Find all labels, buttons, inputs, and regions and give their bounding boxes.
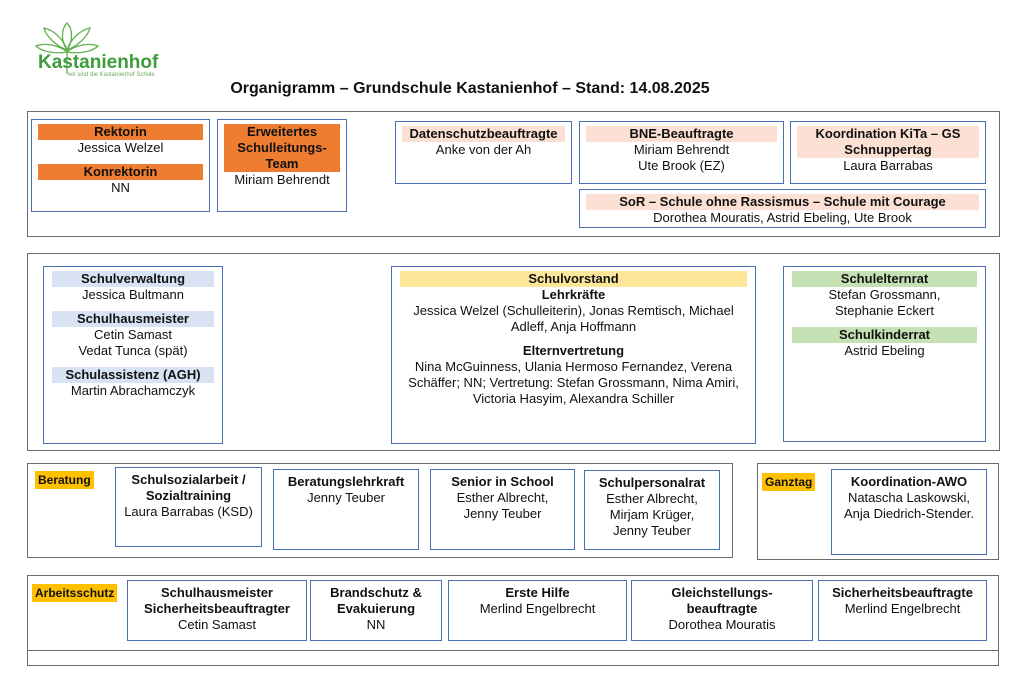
value-brandschutz: NN — [366, 617, 386, 632]
tag-beratung-wrap: Beratung — [35, 471, 94, 489]
administration-section — [27, 253, 1000, 451]
label-hausmeister-sicherheit: Schulhausmeister Sicherheitsbeauftragter — [144, 585, 290, 616]
box-beratungslehrkraft: Beratungslehrkraft Jenny Teuber — [273, 469, 419, 550]
label-konrektorin: Konrektorin — [38, 164, 203, 180]
box-erweitertes-team: Erweitertes Schulleitungs-Team Miriam Be… — [217, 119, 347, 212]
value-schulassistenz: Martin Abrachamczyk — [70, 383, 196, 398]
value-elternvertretung: Nina McGuinness, Ulania Hermoso Fernande… — [408, 359, 739, 406]
box-rektorin: Rektorin Jessica Welzel Konrektorin NN — [31, 119, 210, 212]
box-awo: Koordination-AWO Natascha Laskowski, Anj… — [831, 469, 987, 555]
box-personalrat: Schulpersonalrat Esther Albrecht, Mirjam… — [584, 470, 720, 550]
box-datenschutz: Datenschutzbeauftragte Anke von der Ah — [395, 121, 572, 184]
ganztag-section — [757, 463, 999, 560]
chestnut-leaf-icon — [34, 22, 100, 74]
value-schulverwaltung: Jessica Bultmann — [82, 287, 184, 302]
box-erstehilfe: Erste Hilfe Merlind Engelbrecht — [448, 580, 627, 641]
label-erstehilfe: Erste Hilfe — [505, 585, 570, 600]
tag-ganztag-wrap: Ganztag — [762, 473, 816, 491]
label-personalrat: Schulpersonalrat — [598, 475, 706, 490]
label-lehrkraefte: Lehrkräfte — [541, 287, 606, 302]
box-gleichstellung: Gleichstellungs-beauftragte Dorothea Mou… — [631, 580, 813, 641]
label-brandschutz: Brandschutz & Evakuierung — [330, 585, 422, 616]
label-sozialarbeit: Schulsozialarbeit / Sozialtraining — [131, 472, 246, 503]
page-title: Organigramm – Grundschule Kastanienhof –… — [230, 80, 710, 97]
value-rektorin: Jessica Welzel — [77, 140, 164, 155]
label-schulassistenz: Schulassistenz (AGH) — [52, 367, 214, 383]
value-senior-2: Jenny Teuber — [463, 506, 542, 521]
box-schulvorstand: Schulvorstand Lehrkräfte Jessica Welzel … — [391, 266, 756, 444]
label-datenschutz: Datenschutzbeauftragte — [402, 126, 565, 142]
value-schulelternrat-1: Stefan Grossmann, — [828, 287, 941, 302]
value-sor: Dorothea Mouratis, Astrid Ebeling, Ute B… — [653, 210, 912, 225]
value-awo: Natascha Laskowski, Anja Diedrich-Stende… — [843, 490, 975, 521]
box-schulelternrat: Schulelternrat Stefan Grossmann, Stephan… — [783, 266, 986, 442]
value-schulhausmeister-2: Vedat Tunca (spät) — [78, 343, 188, 358]
label-schulelternrat: Schulelternrat — [792, 271, 977, 287]
arbeitsschutz-divider — [27, 650, 999, 651]
box-sozialarbeit: Schulsozialarbeit / Sozialtraining Laura… — [115, 467, 262, 547]
label-sicherheitsbeauftragte: Sicherheitsbeauftragte — [832, 585, 973, 600]
label-sor: SoR – Schule ohne Rassismus – Schule mit… — [586, 194, 979, 210]
logo-tagline: wir sind die Kastanienhof Schule — [68, 72, 155, 78]
label-schulkinderrat: Schulkinderrat — [792, 327, 977, 343]
value-hausmeister-sicherheit: Cetin Samast — [177, 617, 257, 632]
box-senior: Senior in School Esther Albrecht, Jenny … — [430, 469, 575, 550]
label-beratungslehrkraft: Beratungslehrkraft — [287, 474, 405, 489]
arbeitsschutz-section — [27, 575, 999, 666]
label-bne: BNE-Beauftragte — [586, 126, 777, 142]
label-senior: Senior in School — [451, 474, 554, 489]
value-datenschutz: Anke von der Ah — [435, 142, 532, 157]
beratung-section — [27, 463, 733, 558]
box-sor: SoR – Schule ohne Rassismus – Schule mit… — [579, 189, 986, 228]
value-beratungslehrkraft: Jenny Teuber — [307, 490, 385, 505]
value-lehrkraefte: Jessica Welzel (Schulleiterin), Jonas Re… — [413, 303, 734, 334]
label-awo: Koordination-AWO — [850, 474, 968, 489]
label-schulvorstand: Schulvorstand — [400, 271, 747, 287]
value-sozialarbeit: Laura Barrabas (KSD) — [124, 504, 253, 519]
tag-beratung: Beratung — [35, 471, 94, 489]
value-erweitertes-team: Miriam Behrendt — [234, 172, 330, 187]
label-schulverwaltung: Schulverwaltung — [52, 271, 214, 287]
label-elternvertretung: Elternvertretung — [522, 343, 625, 358]
box-bne: BNE-Beauftragte Miriam Behrendt Ute Broo… — [579, 121, 784, 184]
tag-ganztag: Ganztag — [762, 473, 816, 491]
logo: Kastanienhof wir sind die Kastanienhof S… — [30, 22, 160, 82]
box-schulverwaltung: Schulverwaltung Jessica Bultmann Schulha… — [43, 266, 223, 444]
value-personalrat-3: Jenny Teuber — [613, 523, 691, 538]
value-personalrat-1: Esther Albrecht, — [606, 491, 698, 506]
label-kita: Koordination KiTa – GS Schnuppertag — [797, 126, 979, 158]
label-schulhausmeister: Schulhausmeister — [52, 311, 214, 327]
box-hausmeister-sicherheit: Schulhausmeister Sicherheitsbeauftragter… — [127, 580, 307, 641]
box-kita: Koordination KiTa – GS Schnuppertag Laur… — [790, 121, 986, 184]
value-erstehilfe: Merlind Engelbrecht — [479, 601, 596, 616]
box-sicherheitsbeauftragte: Sicherheitsbeauftragte Merlind Engelbrec… — [818, 580, 987, 641]
label-rektorin: Rektorin — [38, 124, 203, 140]
value-schulkinderrat: Astrid Ebeling — [844, 343, 925, 358]
value-bne-2: Ute Brook (EZ) — [638, 158, 725, 173]
value-schulhausmeister-1: Cetin Samast — [93, 327, 173, 342]
leadership-section — [27, 111, 1000, 237]
value-personalrat-2: Mirjam Krüger, — [609, 507, 695, 522]
label-erweitertes-team: Erweitertes Schulleitungs-Team — [224, 124, 340, 172]
value-kita: Laura Barrabas — [843, 158, 933, 173]
value-senior-1: Esther Albrecht, — [456, 490, 549, 505]
label-gleichstellung: Gleichstellungs-beauftragte — [671, 585, 773, 616]
value-gleichstellung: Dorothea Mouratis — [668, 617, 776, 632]
value-schulelternrat-2: Stephanie Eckert — [834, 303, 934, 318]
value-bne-1: Miriam Behrendt — [633, 142, 730, 157]
tag-arbeitsschutz: Arbeitsschutz — [32, 584, 118, 602]
box-brandschutz: Brandschutz & Evakuierung NN — [310, 580, 442, 641]
logo-name: Kastanienhof — [38, 52, 159, 73]
value-sicherheitsbeauftragte: Merlind Engelbrecht — [844, 601, 961, 616]
value-konrektorin: NN — [111, 180, 130, 195]
tag-arbeitsschutz-wrap: Arbeitsschutz — [32, 584, 118, 602]
